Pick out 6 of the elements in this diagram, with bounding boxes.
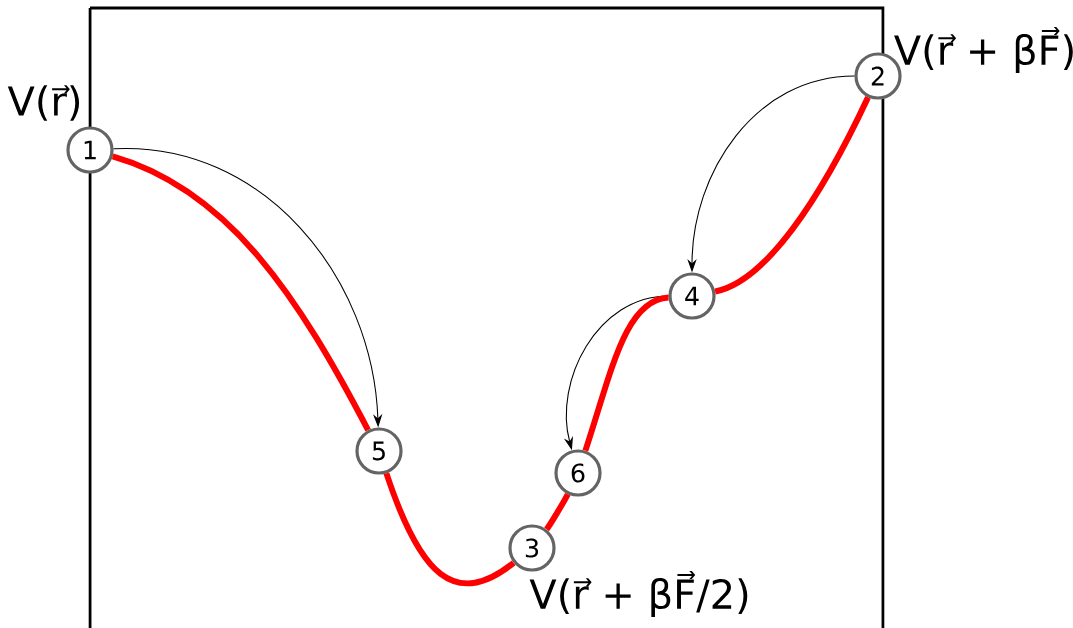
energy-label: V(r⃗) <box>7 85 80 121</box>
energy-label: V(r⃗ + βF⃗/2) <box>529 571 748 617</box>
energy-curve <box>582 294 670 452</box>
energy-curve <box>714 96 871 295</box>
energy-curve <box>544 492 571 532</box>
energy-curve <box>383 472 516 587</box>
